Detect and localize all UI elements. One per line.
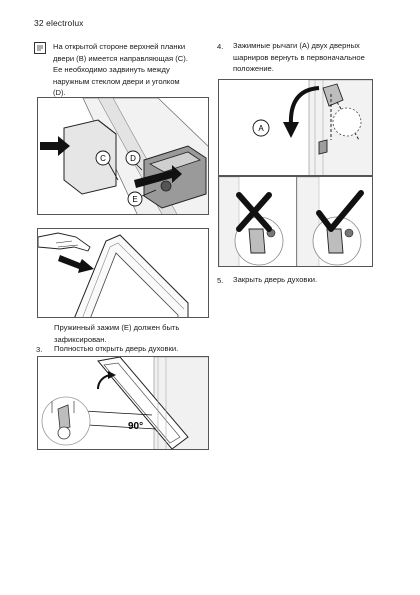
figure-door-hand <box>37 228 209 318</box>
caption-line: зафиксирован. <box>54 334 107 344</box>
step4-line: Зажимные рычаги (A) двух дверных <box>233 41 360 50</box>
step5-number: 5. <box>217 276 224 285</box>
step5-text: Закрыть дверь духовки. <box>233 275 318 284</box>
page-number: 32 <box>34 18 44 28</box>
angle-label: 90° <box>128 421 143 432</box>
figure-hinge-lever: A <box>218 79 373 176</box>
caption-paragraph: Пружинный зажим (E) должен быть зафиксир… <box>54 322 214 345</box>
step3-number: 3. <box>36 345 43 354</box>
note-line: двери (B) имеется направляющая (C). <box>53 53 188 63</box>
note-line: Ее необходимо задвинуть между <box>53 65 170 75</box>
note-line: наружным стеклом двери и уголком <box>53 76 180 86</box>
figure-hinge-comparison <box>218 176 373 267</box>
label-a: A <box>258 124 264 133</box>
label-e: E <box>132 195 137 204</box>
step4-number: 4. <box>217 42 224 51</box>
page-header: 32 electrolux <box>34 18 84 28</box>
step3-text: Полностью открыть дверь духовки. <box>54 344 179 353</box>
figure-door-open-90: 90° <box>37 356 209 450</box>
label-d: D <box>130 154 136 163</box>
figure-door-strip: C D E <box>37 97 209 215</box>
label-c: C <box>100 154 106 163</box>
note-line: (D). <box>53 88 66 98</box>
note-paragraph: На открытой стороне верхней планки двери… <box>53 41 213 99</box>
step4-line: шарниров вернуть в первоначальное <box>233 52 365 62</box>
note-icon <box>34 42 46 54</box>
step4-line: положение. <box>233 64 274 74</box>
brand-name: electrolux <box>46 18 84 28</box>
note-line: На открытой стороне верхней планки <box>53 42 186 51</box>
step4-paragraph: Зажимные рычаги (A) двух дверных шарниро… <box>233 40 393 75</box>
caption-line: Пружинный зажим (E) должен быть <box>54 323 180 332</box>
